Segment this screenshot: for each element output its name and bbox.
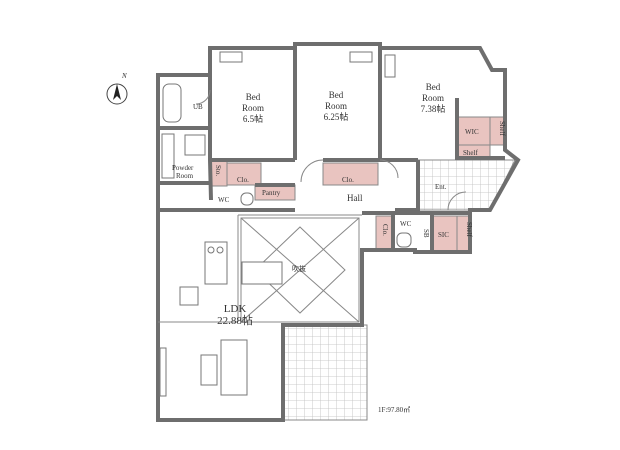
sofa-icon: [220, 339, 248, 396]
armchair-icon: [200, 354, 218, 386]
ldk-size: 22.88帖: [217, 314, 253, 327]
deck-tiles: [282, 324, 368, 421]
compass-label: N: [121, 72, 127, 80]
tv-board-icon: [159, 347, 167, 397]
shelf-label-2: Shelf: [463, 149, 478, 157]
shelf-label-1: Shelf: [498, 121, 506, 136]
pantry-label: Pantry: [262, 189, 281, 197]
washer-icon: [184, 134, 206, 156]
clo-label-1: Clo.: [237, 176, 249, 184]
sto-label: Sto.: [214, 165, 222, 176]
dining-table-icon: [241, 261, 283, 285]
clo-label-3: Clo.: [381, 224, 389, 236]
room-bed-3: Bed Room 7.38帖: [421, 82, 446, 114]
sb-label: SB: [422, 229, 430, 238]
ldk-label: LDK: [224, 303, 247, 315]
bed-1-label: Bed: [246, 92, 261, 102]
stove-burner-icon-2: [216, 246, 224, 254]
void-label: 吹抜: [292, 264, 306, 273]
sink-icon: [161, 133, 175, 179]
room-bed-1: Bed Room 6.5帖: [242, 92, 264, 124]
clo-area-2: [322, 162, 379, 186]
fridge-icon: [179, 286, 199, 306]
thin-details: [158, 89, 467, 323]
bed-icon-1: [219, 51, 243, 63]
bed-icon-3: [384, 54, 396, 78]
room-bed-2: Bed Room 6.25帖: [324, 90, 349, 122]
wc-1-label: WC: [218, 196, 230, 204]
bed-3-label-2: Room: [422, 93, 444, 103]
entrance-tiles: [417, 159, 516, 211]
fixtures: [159, 51, 412, 397]
bed-1-label-2: Room: [242, 103, 264, 113]
bathtub-icon: [162, 83, 182, 123]
bed-2-label: Bed: [329, 90, 344, 100]
sic-label: SIC: [438, 231, 449, 239]
interior-walls: [158, 48, 505, 252]
powder-room-label-2: Room: [176, 172, 194, 180]
bed-2-size: 6.25帖: [324, 111, 349, 122]
bed-3-label: Bed: [426, 82, 441, 92]
shelf-label-3: Shelf: [465, 222, 473, 237]
toilet-icon-2: [396, 232, 412, 248]
stove-burner-icon: [207, 246, 215, 254]
room-ldk: LDK 22.88帖: [217, 303, 253, 327]
entrance-label: Ent.: [435, 183, 447, 191]
clo-label-2: Clo.: [342, 176, 354, 184]
hall-label: Hall: [347, 193, 363, 203]
bed-2-label-2: Room: [325, 101, 347, 111]
bed-3-size: 7.38帖: [421, 103, 446, 114]
compass-icon: N: [106, 72, 128, 105]
wic-label: WIC: [465, 128, 479, 136]
outer-wall: [156, 42, 521, 422]
toilet-icon: [240, 192, 254, 206]
powder-room-label: Powder: [172, 164, 194, 172]
floor-area-note: 1F:97.80㎡: [378, 406, 410, 414]
bed-1-size: 6.5帖: [243, 113, 263, 124]
bed-icon-2: [349, 51, 373, 63]
wc-2-label: WC: [400, 220, 412, 228]
ub-label: UB: [193, 103, 203, 111]
